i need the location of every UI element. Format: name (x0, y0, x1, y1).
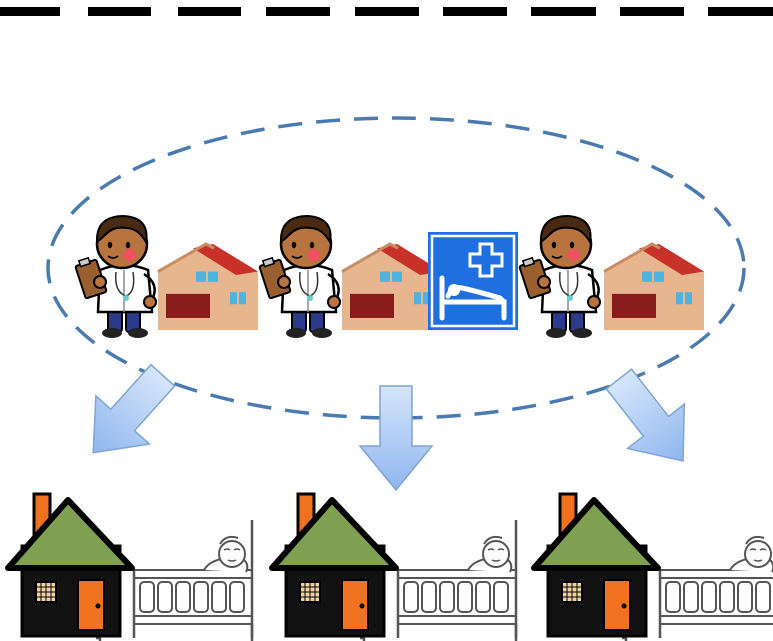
patient-in-bed-icon (96, 520, 254, 641)
patient-in-bed-icon (360, 520, 518, 641)
house-icon (531, 492, 661, 638)
arrow-down-right-icon (605, 368, 686, 462)
patient-home (269, 492, 518, 641)
house-icon (269, 492, 399, 638)
provider-group (518, 214, 704, 338)
provider-group (74, 214, 258, 338)
provider-group (258, 214, 518, 338)
top-dashed-separator (0, 7, 773, 16)
hospital-bed-sign-icon (428, 232, 518, 330)
doctor-icon (518, 214, 601, 338)
arrow-down-left-icon (92, 363, 176, 454)
doctor-icon (74, 214, 157, 338)
clinic-icon (603, 242, 704, 330)
arrow-down-icon (358, 385, 434, 492)
patient-home (531, 492, 773, 641)
clinic-icon (341, 242, 442, 330)
patient-in-bed-icon (622, 535, 773, 641)
doctor-icon (258, 214, 341, 338)
clinic-icon (157, 242, 258, 330)
house-icon (5, 492, 135, 638)
provider-group-ellipse (46, 116, 746, 420)
patient-home (5, 492, 254, 641)
